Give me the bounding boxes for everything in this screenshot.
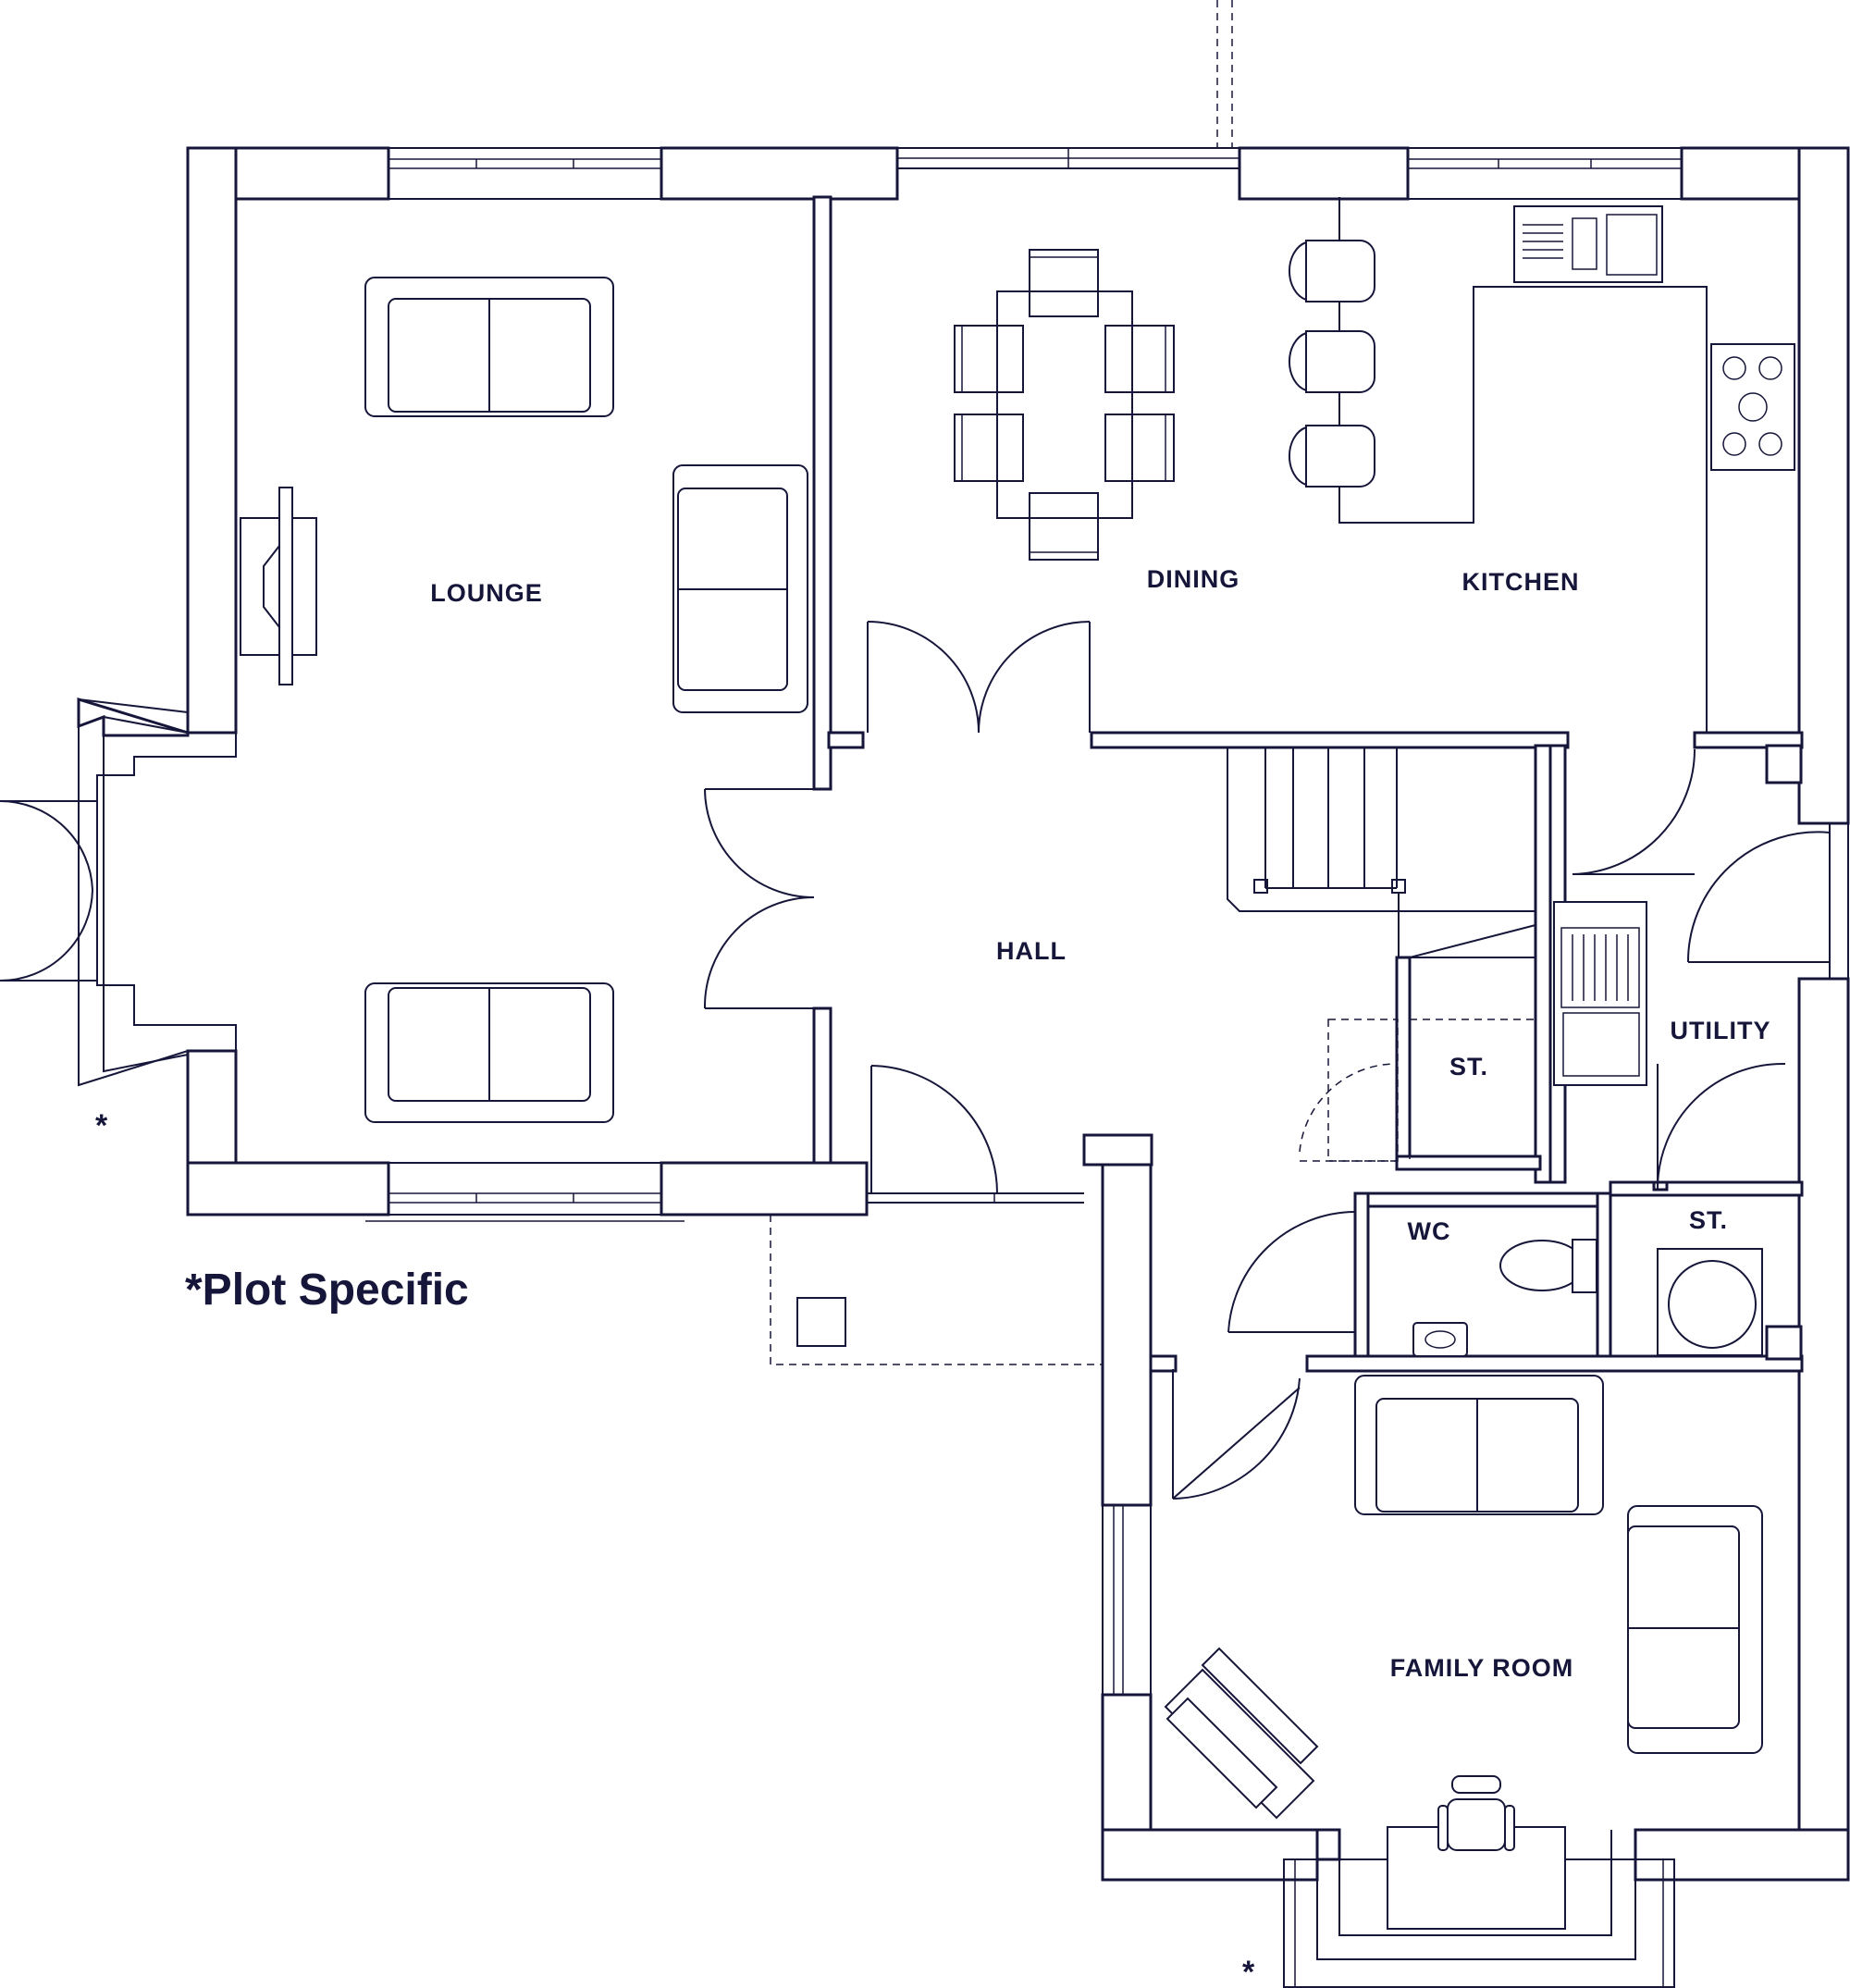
- family-tv-unit: [1164, 1647, 1319, 1820]
- room-label-store-hall: ST.: [1449, 1053, 1488, 1080]
- doors: [703, 621, 1831, 1500]
- family-desk-chair: [1387, 1775, 1566, 1930]
- lounge-sofa-top: [364, 277, 614, 417]
- lounge-sofa-bottom: [364, 982, 614, 1123]
- asterisk-family: *: [1242, 1955, 1255, 1988]
- washing-machine: [1657, 1248, 1763, 1356]
- family-bay-window: [1283, 1828, 1675, 1988]
- room-label-wc: WC: [1408, 1217, 1451, 1245]
- dining-table: [954, 249, 1175, 561]
- family-sofa-top: [1354, 1375, 1604, 1515]
- staircase: [1227, 747, 1536, 1161]
- plot-specific-note: *Plot Specific: [185, 1266, 469, 1315]
- asterisk-bay: *: [95, 1108, 108, 1143]
- room-label-store-utility: ST.: [1689, 1206, 1728, 1234]
- notes: *Plot Specific * *: [95, 1108, 1255, 1988]
- room-labels: LOUNGE DINING KITCHEN HALL ST. UTILITY W…: [430, 565, 1770, 1682]
- room-label-lounge: LOUNGE: [430, 579, 543, 607]
- windows: [365, 147, 1849, 1696]
- lounge-bay-window: [0, 697, 237, 1087]
- wc-fixtures: [1412, 1239, 1597, 1357]
- utility-sink: [1553, 901, 1647, 1086]
- room-label-utility: UTILITY: [1671, 1017, 1771, 1044]
- porch-canopy: [770, 1215, 1103, 1365]
- room-label-family-room: FAMILY ROOM: [1390, 1654, 1574, 1682]
- room-label-kitchen: KITCHEN: [1462, 568, 1580, 596]
- lounge-fireplace: [240, 487, 317, 685]
- family-sofa-right: [1627, 1505, 1763, 1754]
- kitchen-units: [1338, 197, 1795, 733]
- lounge-sofa-right: [672, 464, 808, 713]
- flue: [1216, 0, 1233, 148]
- room-label-hall: HALL: [996, 937, 1067, 965]
- room-label-dining: DINING: [1147, 565, 1240, 593]
- outer-walls: [186, 146, 1850, 1882]
- bar-stools: [1288, 240, 1375, 488]
